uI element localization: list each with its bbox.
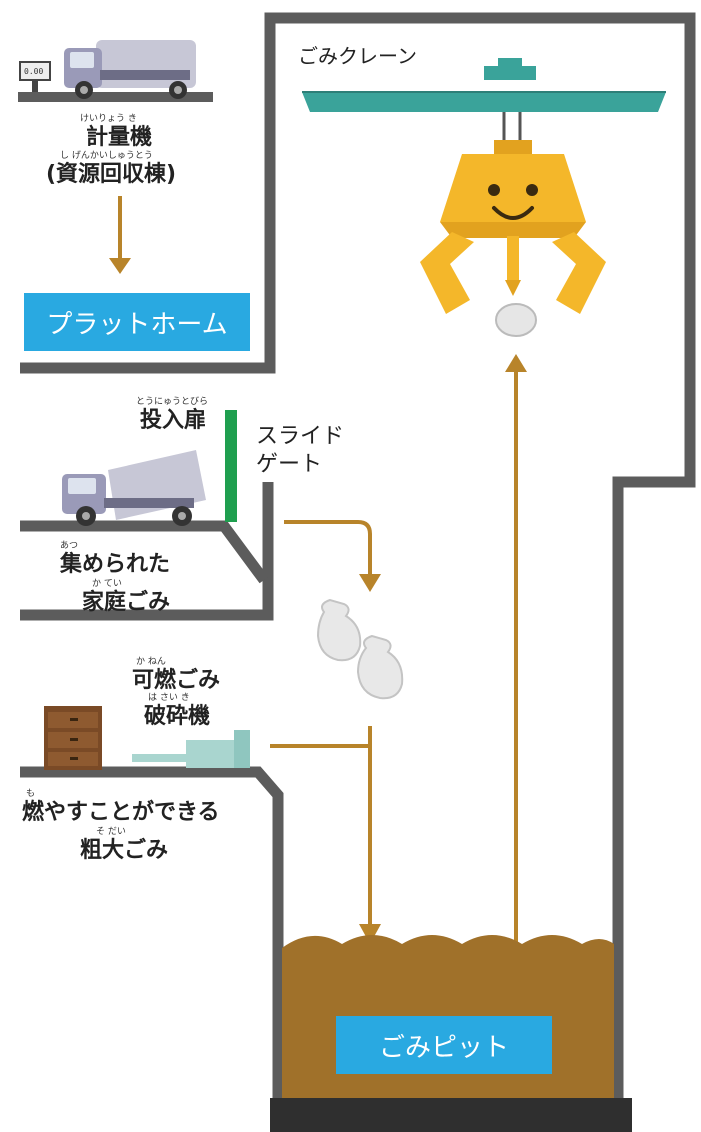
scale-icon [19,61,51,92]
slide-gate-label-1: スライド [256,424,345,449]
arrow-pit-to-crane [505,354,527,944]
scale-display: 0.00 [24,67,44,76]
furigana-door: とうにゅうとびら [136,397,209,407]
crane-beam [302,58,666,112]
furigana-building: し げんかいしゅうとう [60,151,153,161]
furigana-collected: あつ [60,541,79,551]
furigana-burn: も [26,789,36,799]
bulky-label-2: 粗大ごみ [80,838,169,863]
scale-label: 計量機 [86,125,153,150]
furigana-crusher: は さい き [148,693,190,703]
platform-label: プラットホーム [46,309,228,340]
pit-label-box [336,1016,552,1074]
crane-cables [502,112,522,142]
building-walls [20,12,696,1098]
garbage-truck-icon [64,40,196,99]
furigana-scale: けいりょう き [80,114,137,124]
arrow-gate-to-pit [284,520,381,592]
chest-of-drawers-icon [44,706,102,770]
crane-claw-icon [420,140,606,314]
crusher-label-2: 破砕機 [144,704,211,729]
scale-building-label: (資源回収棟) [46,162,177,187]
falling-garbage-bags [316,598,404,700]
furigana-household: か てい [92,579,122,589]
platform-box [24,293,250,351]
arrow-scale-to-platform [109,196,131,274]
gate-wall [20,482,274,621]
household-label-1: 集められた [60,552,171,577]
furigana-combustible: か ねん [136,657,166,667]
household-label-2: 家庭ごみ [82,590,171,615]
garbage-truck-icon-dumping [62,450,206,526]
pit-floor [270,1098,632,1132]
pit-label: ごみピット [378,1032,509,1063]
outer-wall-top [20,12,696,1098]
scale-platform [18,92,213,102]
arrow-crusher-to-pit [270,726,381,944]
door-label: 投入扉 [140,408,207,433]
left-shaft-wall [20,766,284,1098]
input-door [225,410,237,522]
crusher-label-1: 可燃ごみ [132,668,221,693]
furigana-bulky: そ だい [96,827,126,837]
slide-gate-label-2: ゲート [256,452,323,477]
dump-slope [20,520,269,584]
crusher-icon [132,730,250,768]
bulky-label-1: 燃やすことができる [22,800,220,825]
garbage-bag-icon [495,303,537,337]
crane-label: ごみクレーン [298,44,417,68]
